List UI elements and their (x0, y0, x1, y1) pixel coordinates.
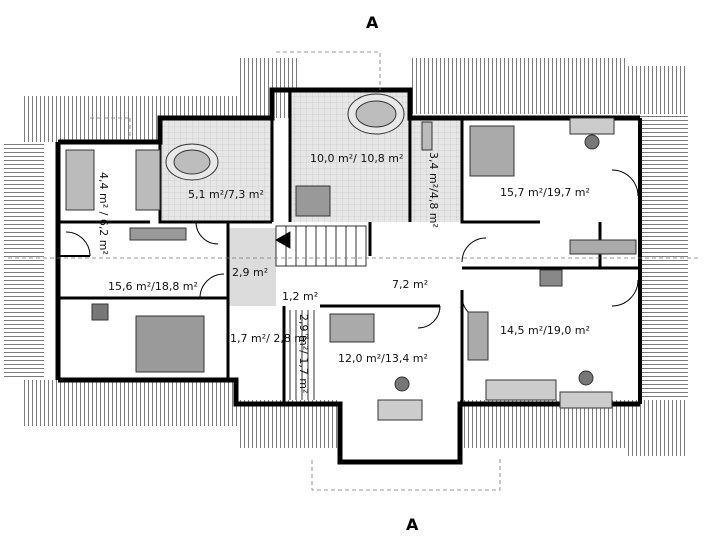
roof-hatching (4, 58, 688, 456)
section-marker-top: A (366, 13, 379, 32)
room-label-hall: 7,2 m² (392, 278, 428, 291)
room-label-stair-landing: 1,2 m² (282, 290, 318, 303)
room-label-bathroom-left: 5,1 m²/7,3 m² (188, 188, 264, 201)
room-labels: 4,4 m² / 6,2 m² 5,1 m²/7,3 m² 10,0 m²/ 1… (97, 152, 590, 393)
walls (55, 87, 642, 465)
section-marker-bottom: A (406, 515, 419, 534)
room-label-hall-small: 2,9 m² (232, 266, 268, 279)
furniture (65, 93, 637, 421)
room-label-closet: 1,7 m²/ 2,8 m² (230, 332, 309, 345)
room-label-bedroom-bottom-center: 12,0 m²/13,4 m² (338, 352, 428, 365)
room-label-bedroom-left: 15,6 m²/18,8 m² (108, 280, 198, 293)
room-label-bedroom-top-right: 15,7 m²/19,7 m² (500, 186, 590, 199)
room-label-bedroom-bottom-right: 14,5 m²/19,0 m² (500, 324, 590, 337)
stairs (275, 225, 367, 400)
room-label-utility: 3,4 m²/4,8 m² (427, 152, 440, 228)
dashed-outlines (8, 51, 700, 491)
room-label-bathroom-center: 10,0 m²/ 10,8 m² (310, 152, 403, 165)
room-label-stair-area: 2,9 m²/ 1,7 m² (297, 314, 310, 393)
room-label-left-room-top: 4,4 m² / 6,2 m² (97, 172, 110, 255)
